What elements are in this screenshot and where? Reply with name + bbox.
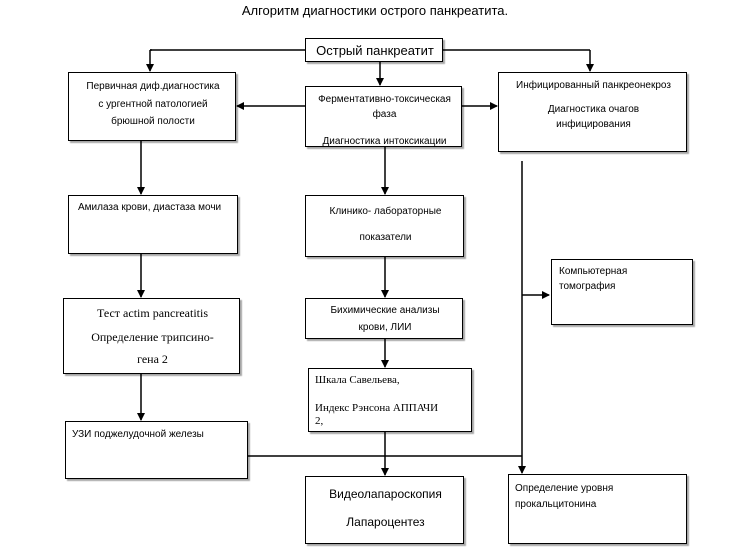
node-ultrasound: УЗИ поджелудочной железы (65, 421, 248, 479)
node-amylase: Амилаза крови, диастаза мочи (68, 195, 238, 254)
node-infected-necrosis: Инфицированный панкреонекроз Диагностика… (498, 72, 687, 152)
node-videolaparoscopy: Видеолапароскопия Лапароцентез (305, 476, 464, 544)
node-ct: Компьютерная томография (551, 259, 693, 325)
node-clinical-lab: Клинико- лабораторные показатели (305, 195, 464, 257)
node-procalcitonin: Определение уровня прокальцитонина (508, 474, 687, 544)
node-biochem: Бихимические анализы крови, ЛИИ (305, 298, 463, 339)
node-acute-pancreatitis: Острый панкреатит (305, 38, 443, 62)
node-actim-test: Тест actim pancreatitis Определение трип… (63, 298, 240, 374)
node-primary-diagnostics: Первичная диф.диагностика с ургентной па… (68, 72, 236, 141)
node-severity-scales: Шкала Савельева, Индекс Рэнсона АППАЧИ 2… (308, 368, 472, 432)
diagram-title: Алгоритм диагностики острого панкреатита… (241, 3, 509, 18)
node-enzyme-toxic-phase: Ферментативно-токсическая фаза Диагности… (305, 86, 462, 147)
